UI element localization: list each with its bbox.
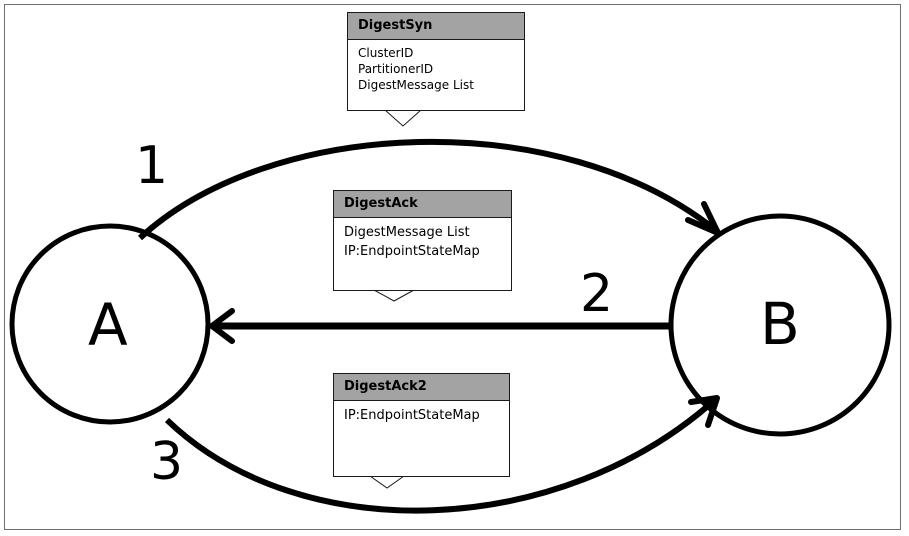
arrow-2-head [209, 308, 235, 344]
digestack2-pointer [368, 475, 406, 489]
node-a-label: A [88, 291, 128, 359]
digestsyn-field: ClusterID [358, 46, 414, 60]
digestsyn-fields: ClusterID PartitionerID DigestMessage Li… [348, 40, 524, 93]
step-1-label: 1 [135, 136, 169, 196]
digestack2-fields: IP:EndpointStateMap [334, 401, 509, 425]
digestsyn-message-box: DigestSyn ClusterID PartitionerID Digest… [347, 12, 525, 111]
digestack2-title: DigestAck2 [334, 374, 509, 401]
digestack-pointer [373, 289, 415, 302]
arrow-3-head [688, 395, 720, 428]
step-3-label: 3 [150, 432, 184, 492]
digestack2-field: IP:EndpointStateMap [344, 408, 480, 423]
digestack-title: DigestAck [334, 191, 511, 218]
digestack-field: DigestMessage List [344, 225, 470, 240]
node-a-circle [9, 223, 211, 425]
arrow-1-line [137, 138, 720, 241]
digestsyn-field: DigestMessage List [358, 78, 474, 92]
digestack-field: IP:EndpointStateMap [344, 244, 480, 259]
digestack-message-box: DigestAck DigestMessage List IP:Endpoint… [333, 190, 512, 291]
digestsyn-title: DigestSyn [348, 13, 524, 40]
arrow-3-line [164, 395, 720, 514]
digestsyn-pointer [383, 109, 423, 127]
diagram-frame [4, 4, 901, 530]
digestack2-message-box: DigestAck2 IP:EndpointStateMap [333, 373, 510, 477]
arrow-1-head [685, 201, 721, 236]
step-2-label: 2 [580, 264, 614, 324]
digestack-fields: DigestMessage List IP:EndpointStateMap [334, 218, 511, 261]
node-b-label: B [760, 290, 800, 358]
digestsyn-field: PartitionerID [358, 62, 434, 76]
